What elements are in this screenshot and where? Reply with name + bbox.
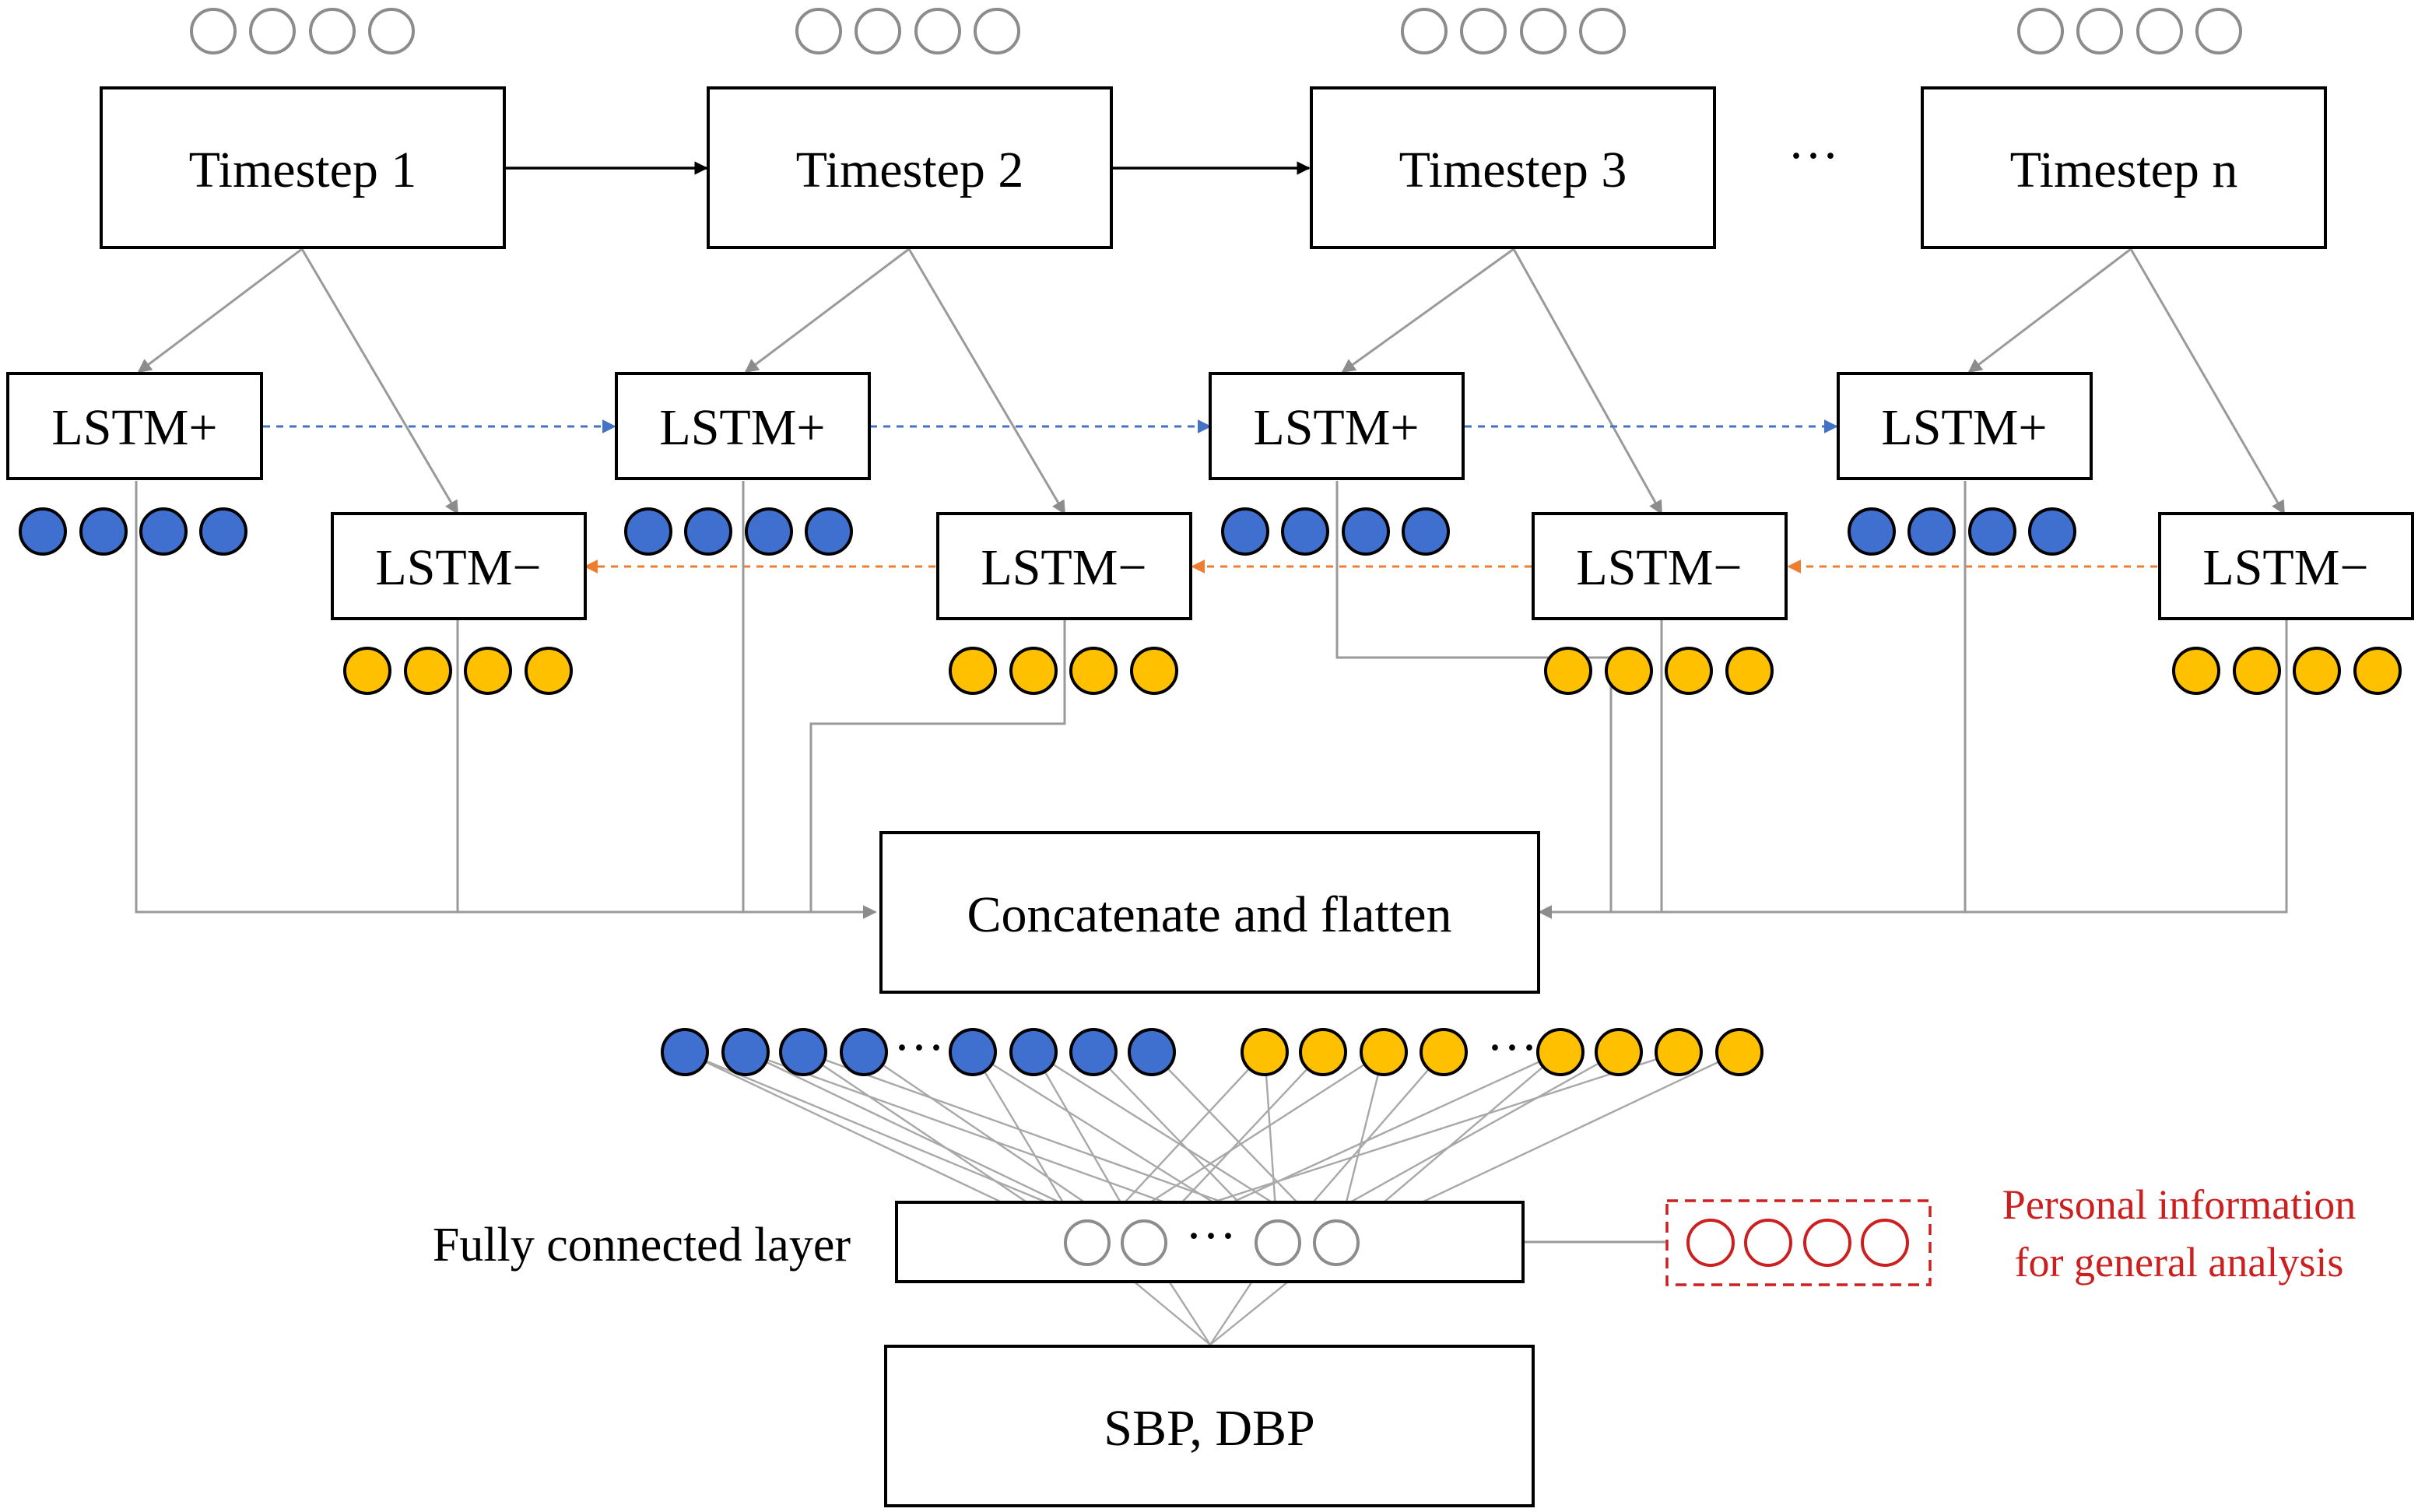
lstm-backward-box-2: LSTM− [936, 512, 1192, 620]
timestep-label-2: Timestep 2 [796, 142, 1024, 198]
timestep-input-nodes [190, 8, 2242, 54]
timestep-ellipsis: ··· [1788, 128, 1839, 184]
lstm-forward-box-1: LSTM+ [6, 372, 263, 480]
lstm-forward-label: LSTM+ [1253, 399, 1419, 456]
fc-layer-label: Fully connected layer [433, 1219, 851, 1272]
timestep-label-3: Timestep 3 [1399, 142, 1627, 198]
lstm-to-concat-connectors [135, 481, 2288, 919]
personal-info-line-2: for general analysis [2015, 1239, 2344, 1286]
backward-state-nodes [343, 647, 2402, 695]
timestep-box-2: Timestep 2 [707, 86, 1113, 249]
fully-connected-lines [684, 1051, 1740, 1345]
lstm-forward-label: LSTM+ [659, 399, 825, 456]
lstm-backward-label: LSTM− [1576, 539, 1742, 596]
lstm-forward-box-3: LSTM+ [1209, 372, 1465, 480]
fc-ellipsis: ··· [1185, 1208, 1237, 1265]
lstm-backward-label: LSTM− [375, 539, 541, 596]
lstm-forward-box-n: LSTM+ [1837, 372, 2093, 480]
flattened-vector-nodes [661, 1028, 1763, 1076]
timestep-label-n: Timestep n [2010, 142, 2238, 198]
lstm-backward-label: LSTM− [981, 539, 1146, 596]
lstm-forward-label: LSTM+ [1881, 399, 2047, 456]
forward-state-nodes [19, 507, 2076, 556]
output-label: SBP, DBP [1104, 1400, 1315, 1457]
timestep-to-lstm-connectors [137, 247, 2286, 515]
timestep-box-n: Timestep n [1921, 86, 2327, 249]
output-box: SBP, DBP [884, 1345, 1535, 1507]
lstm-forward-box-2: LSTM+ [615, 372, 871, 480]
timestep-box-3: Timestep 3 [1310, 86, 1716, 249]
personal-info-line-1: Personal information [2002, 1181, 2356, 1228]
flattened-blue-ellipsis: ··· [893, 1019, 945, 1076]
lstm-backward-label: LSTM− [2202, 539, 2368, 596]
timestep-label-1: Timestep 1 [189, 142, 417, 198]
concat-label: Concatenate and flatten [967, 886, 1451, 943]
timestep-box-1: Timestep 1 [100, 86, 506, 249]
lstm-backward-box-1: LSTM− [331, 512, 587, 620]
lstm-backward-box-n: LSTM− [2158, 512, 2414, 620]
concatenate-flatten-box: Concatenate and flatten [879, 831, 1540, 994]
fully-connected-layer-box: ··· [895, 1201, 1525, 1283]
lstm-forward-label: LSTM+ [51, 399, 217, 456]
flattened-yellow-ellipsis: ··· [1486, 1019, 1538, 1076]
lstm-backward-box-3: LSTM− [1532, 512, 1788, 620]
personal-info-block [1665, 1199, 1932, 1286]
